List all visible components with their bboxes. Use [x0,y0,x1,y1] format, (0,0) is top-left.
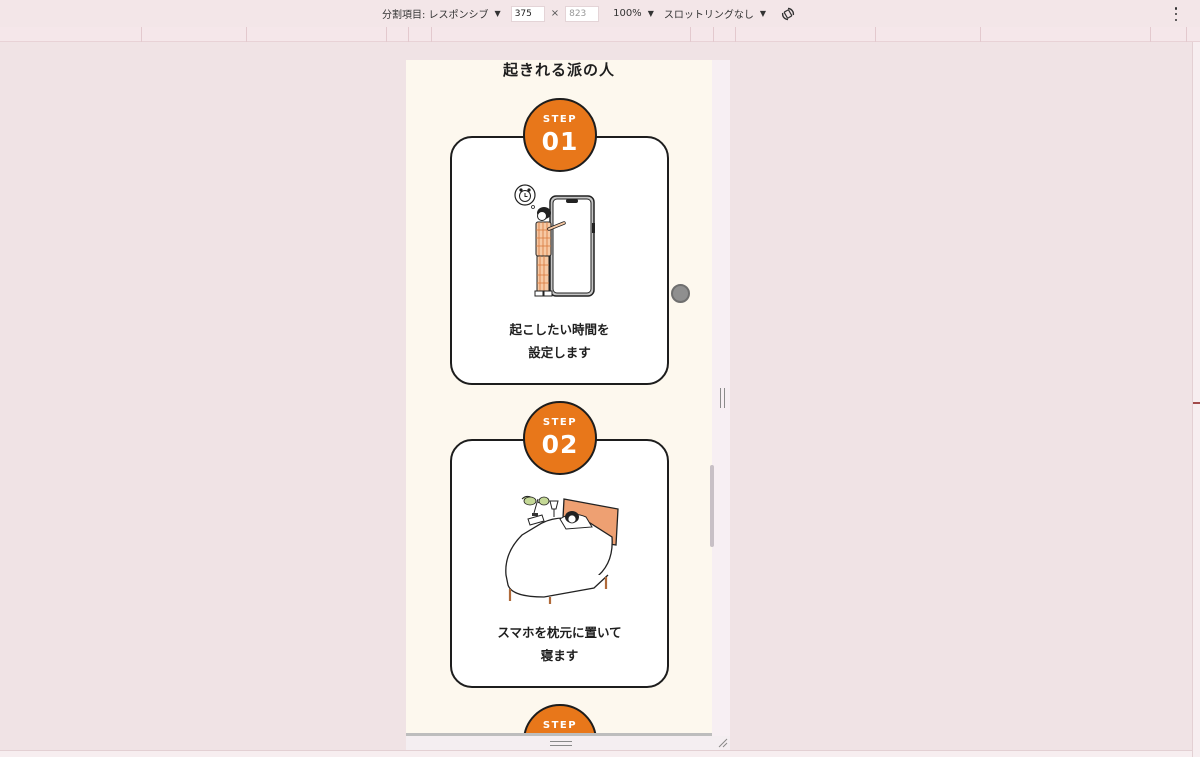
dimensions-dropdown[interactable]: 分割項目: レスポンシブ [381,10,489,21]
device-toolbar: 分割項目: レスポンシブ ▼ 375 × 823 100% ▼ スロットリングな… [0,0,1200,27]
side-resize-handle[interactable] [720,388,725,408]
bottom-resize-handle[interactable] [406,736,730,750]
vertical-scrollbar-thumb[interactable] [710,465,714,547]
step-02-text-line1: スマホを枕元に置いて [497,625,622,640]
step-01-text-line1: 起こしたい時間を [509,322,610,337]
caret-down-icon[interactable]: ▼ [494,9,501,18]
vertical-scrollbar-track[interactable] [712,60,730,736]
step-label: STEP [542,417,578,428]
step-badge-02: STEP 02 [523,401,597,475]
caret-down-icon[interactable]: ▼ [647,9,654,18]
zoom-dropdown[interactable]: 100% [613,8,642,19]
step-card-01: 起こしたい時間を 設定します [450,136,669,385]
device-viewport: 起きれる派の人 [406,60,730,750]
height-input[interactable]: 823 [565,5,600,22]
phone-setting-illustration [514,184,595,297]
rotate-icon[interactable] [780,6,796,22]
resize-grip-icon[interactable] [716,736,728,748]
step-02-text-line2: 寝ます [540,648,579,663]
caret-down-icon[interactable]: ▼ [759,9,766,18]
touch-cursor [671,284,690,303]
step-number: 02 [541,430,579,459]
step-01-text-line2: 設定します [528,345,591,360]
step-number: 01 [541,127,579,156]
more-vert-icon[interactable] [1172,7,1180,21]
section-title: 起きれる派の人 [502,61,615,79]
bottom-strip [0,750,1192,757]
throttling-dropdown[interactable]: スロットリングなし [663,10,754,21]
width-input[interactable]: 375 [510,5,545,22]
step-label: STEP [542,720,578,731]
times-sign: × [550,8,560,19]
devtools-panel-edge [1192,42,1200,757]
sleeping-bed-illustration [505,495,619,604]
horizontal-scrollbar[interactable] [406,733,712,736]
step-card-02: スマホを枕元に置いて 寝ます [450,439,669,688]
page-content: 起きれる派の人 [406,60,712,750]
step-badge-01: STEP 01 [523,98,597,172]
step-label: STEP [542,114,578,125]
media-query-bar[interactable] [0,27,1200,42]
